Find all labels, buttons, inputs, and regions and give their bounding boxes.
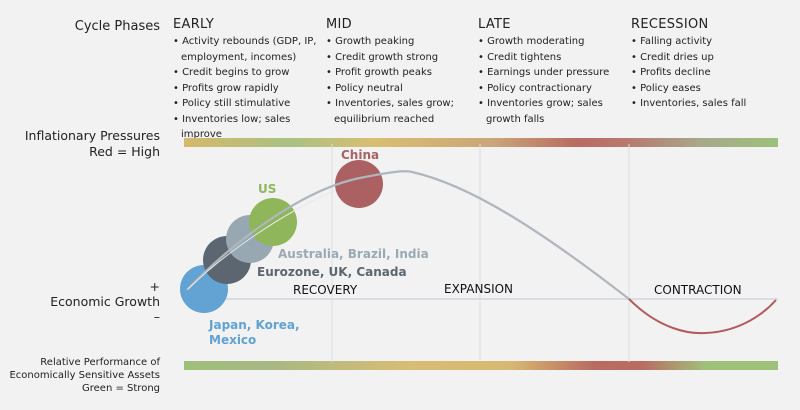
bullet: Activity rebounds (GDP, IP, employment, … <box>173 34 323 65</box>
growth-text: Economic Growth <box>50 294 160 309</box>
zone-expansion: EXPANSION <box>444 282 514 296</box>
bullet: Policy contractionary <box>478 81 628 97</box>
growth-curve-highlight <box>187 189 336 290</box>
label-line: Japan, Korea, <box>209 318 300 332</box>
bullet: Falling activity <box>631 34 781 50</box>
bullet: Credit dries up <box>631 50 781 66</box>
label-australia-brazil-india: Australia, Brazil, India <box>278 247 429 261</box>
zone-contraction: CONTRACTION <box>654 283 742 297</box>
bullet: Growth peaking <box>326 34 476 50</box>
plus-sign: + <box>149 279 160 294</box>
cycle-phases-label: Cycle Phases <box>74 19 160 34</box>
phase-late: LATE Growth moderatingCredit tightensEar… <box>478 17 628 127</box>
label-japan-korea-mexico: Japan, Korea, Mexico <box>209 318 300 348</box>
bullet: Profit growth peaks <box>326 65 476 81</box>
bullet: Credit growth strong <box>326 50 476 66</box>
circle-us <box>249 198 297 246</box>
bullet: Earnings under pressure <box>478 65 628 81</box>
inflation-label: Inflationary Pressures Red = High <box>25 128 160 160</box>
bullet: Inventories low; sales improve <box>173 112 323 143</box>
bullet: Credit begins to grow <box>173 65 323 81</box>
bullet: Profits grow rapidly <box>173 81 323 97</box>
label-eurozone-uk-canada: Eurozone, UK, Canada <box>257 265 407 279</box>
circle-china <box>335 160 383 208</box>
growth-curve <box>186 170 630 300</box>
performance-line3: Green = Strong <box>82 383 160 394</box>
minus-sign: – <box>153 309 160 324</box>
phase-early: EARLY Activity rebounds (GDP, IP, employ… <box>173 17 323 143</box>
bullet: Policy eases <box>631 81 781 97</box>
bullet: Policy still stimulative <box>173 96 323 112</box>
performance-line1: Relative Performance of <box>40 357 160 368</box>
performance-label: Relative Performance of Economically Sen… <box>9 356 160 395</box>
performance-bar <box>184 361 778 370</box>
phase-title: RECESSION <box>631 17 709 32</box>
bullet: Credit tightens <box>478 50 628 66</box>
inflation-line1: Inflationary Pressures <box>24 128 160 143</box>
zone-recovery: RECOVERY <box>293 283 358 297</box>
label-line: Mexico <box>209 333 257 347</box>
label-china: China <box>341 148 380 162</box>
inflation-bar <box>184 138 778 147</box>
phase-title: MID <box>326 17 352 32</box>
phase-recession: RECESSION Falling activityCredit dries u… <box>631 17 781 112</box>
contraction-curve <box>628 298 777 335</box>
bullet: Inventories grow; sales growth falls <box>478 96 628 127</box>
growth-label: + Economic Growth – <box>50 279 160 324</box>
bullet: Profits decline <box>631 65 781 81</box>
inflation-line2: Red = High <box>89 144 160 159</box>
bullet: Policy neutral <box>326 81 476 97</box>
bullet: Inventories, sales grow; equilibrium rea… <box>326 96 476 127</box>
bullet: Growth moderating <box>478 34 628 50</box>
bullet: Inventories, sales fall <box>631 96 781 112</box>
phase-title: EARLY <box>173 17 215 32</box>
phase-mid: MID Growth peakingCredit growth strongPr… <box>326 17 476 127</box>
label-us: US <box>258 182 277 196</box>
performance-line2: Economically Sensitive Assets <box>9 370 160 381</box>
phase-title: LATE <box>478 17 511 32</box>
